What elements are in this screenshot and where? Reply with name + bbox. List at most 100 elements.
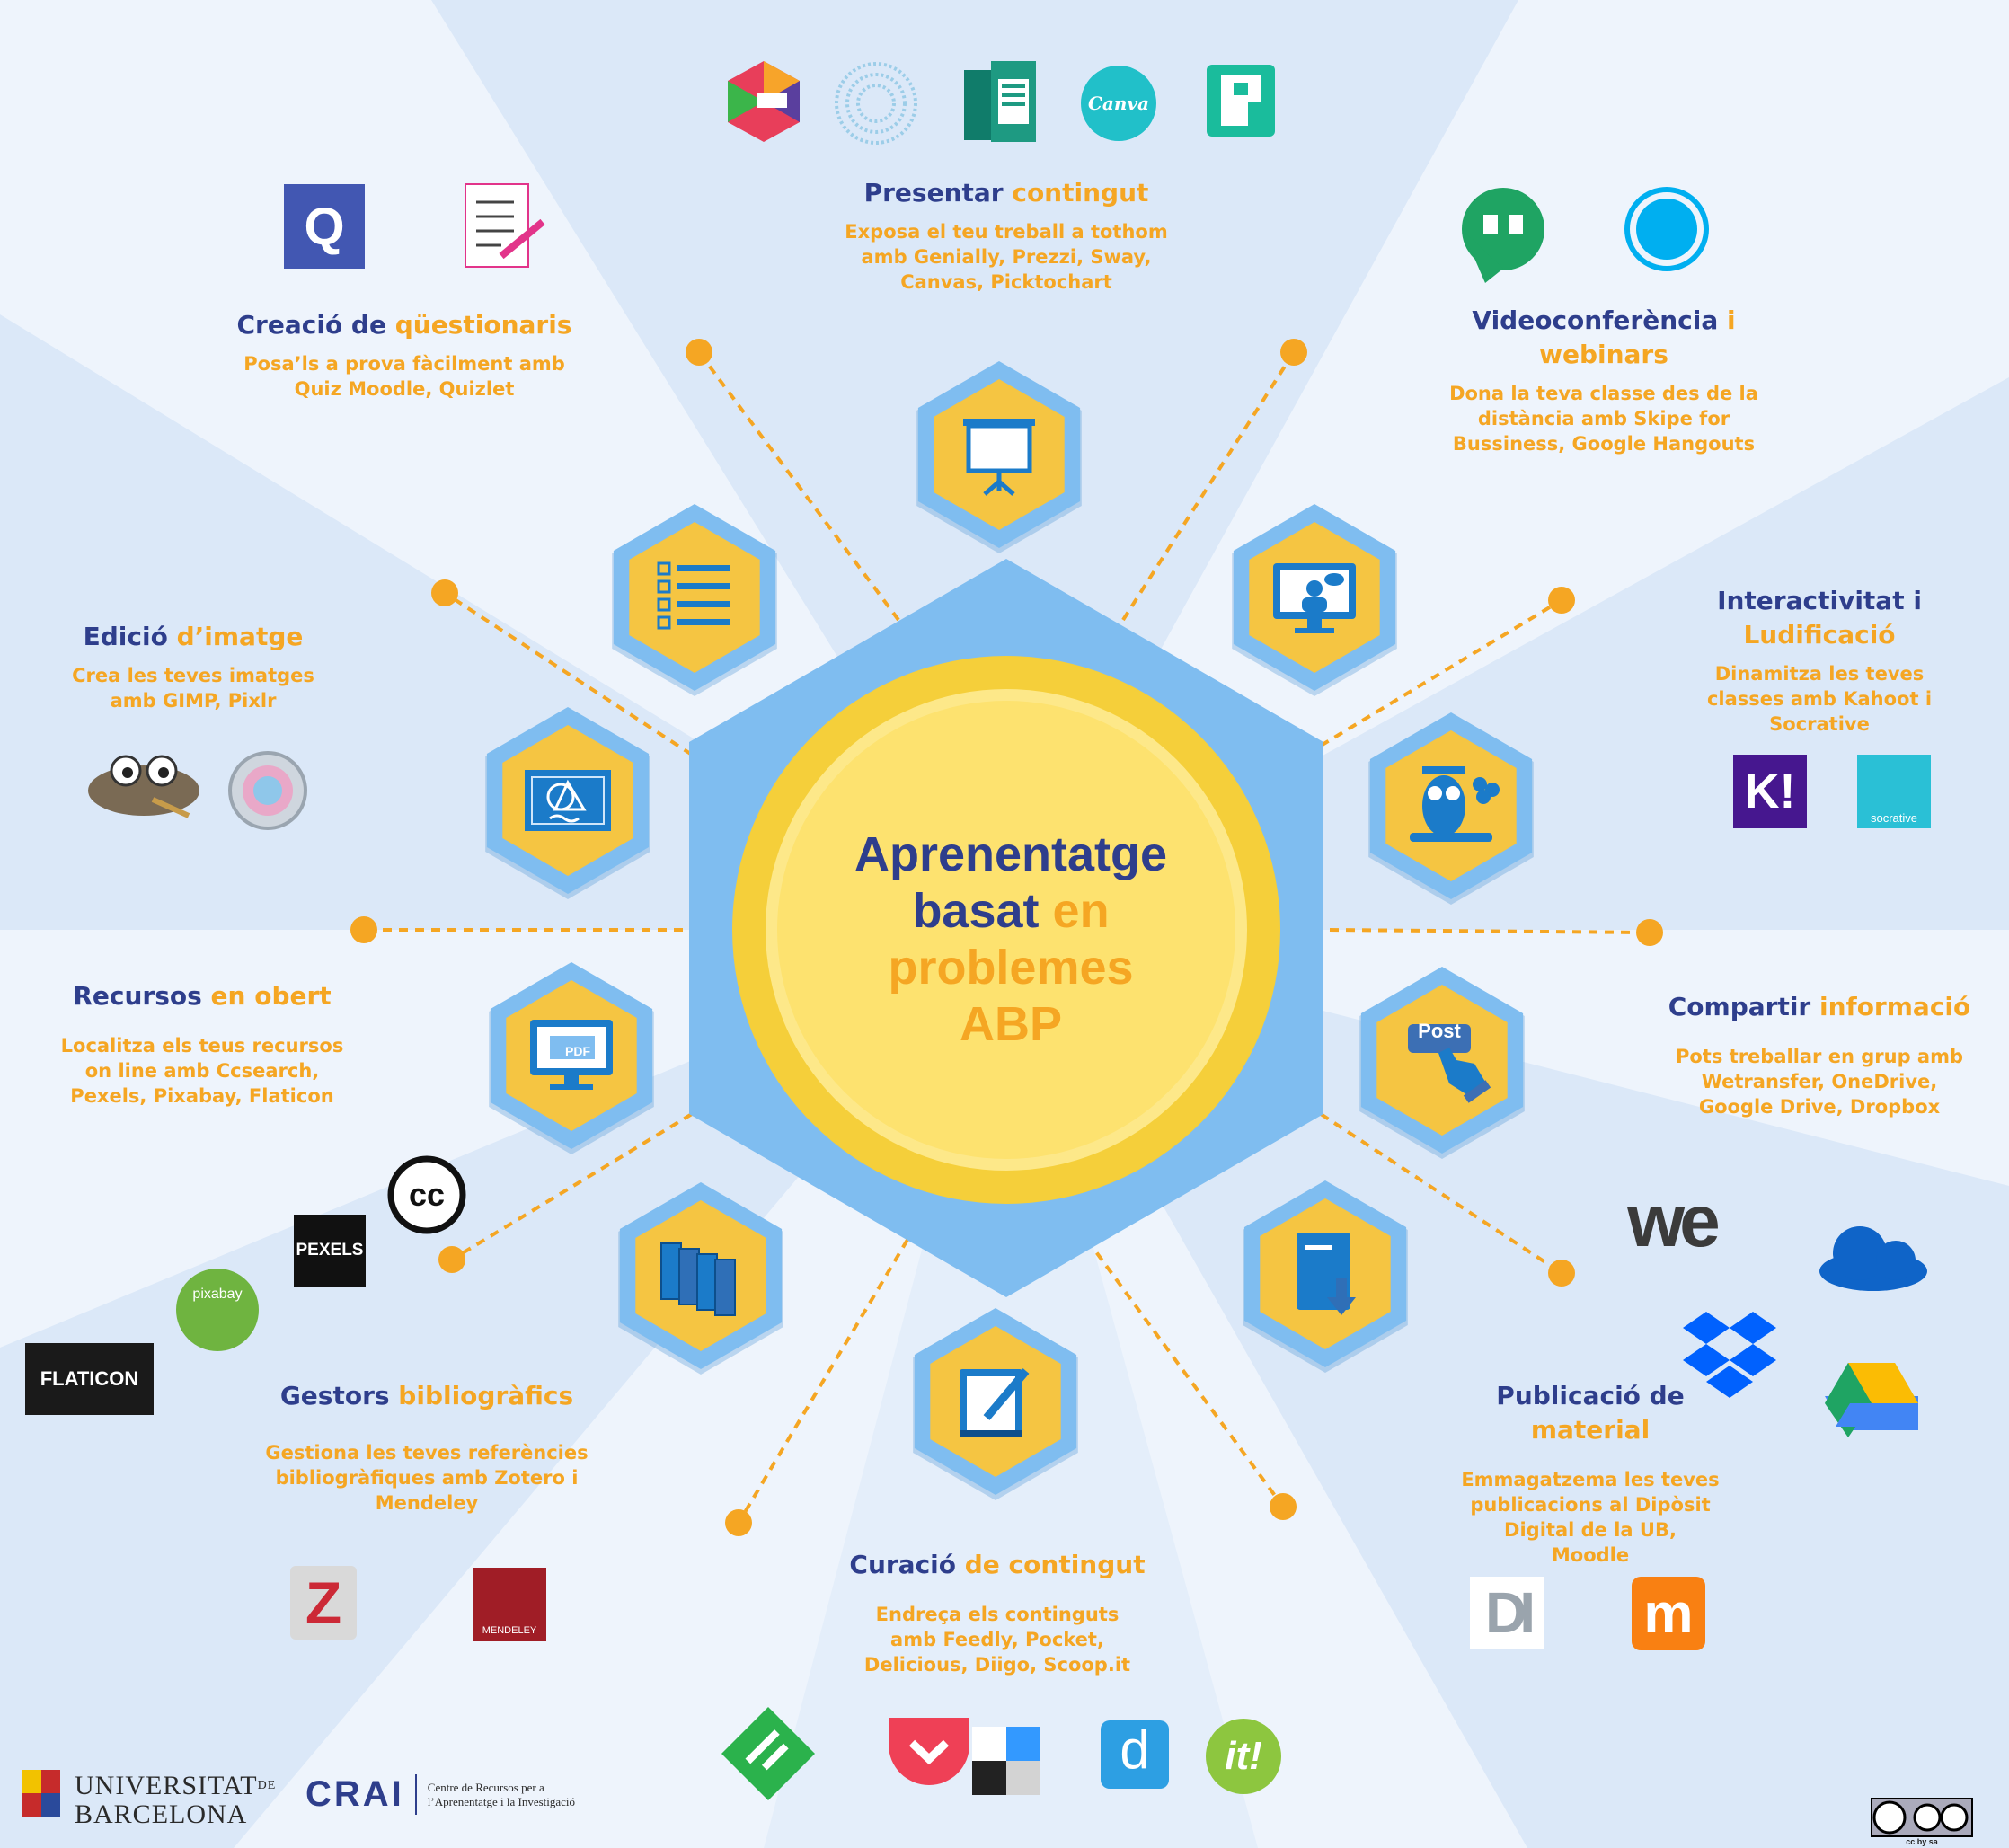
logo-genially xyxy=(728,61,800,142)
connectors xyxy=(364,350,1651,1525)
section-recursos: Recursos en obert Localitza els teus rec… xyxy=(27,979,377,1109)
pdf-monitor-icon xyxy=(530,1020,613,1090)
logo-feedly xyxy=(721,1707,815,1800)
hex-videoconferencia xyxy=(1232,504,1397,696)
logo-piktochart xyxy=(1207,65,1275,137)
section-title-primary: Gestors xyxy=(279,1381,390,1410)
center-title-line3: problemes xyxy=(888,941,1134,995)
logo-gimp xyxy=(88,755,199,818)
logo-delicious xyxy=(972,1727,1040,1795)
section-title-accent: Ludificació xyxy=(1743,620,1896,650)
section-title-accent: en obert xyxy=(210,981,332,1011)
crai-wordmark: CRAI xyxy=(305,1774,417,1815)
section-presentar: Presentar contingut Exposa el teu trebal… xyxy=(800,176,1213,295)
license-badge xyxy=(1871,1798,1973,1837)
books-icon xyxy=(660,1242,736,1316)
hex-recursos xyxy=(489,962,654,1154)
list-icon xyxy=(657,561,730,630)
download-book-icon xyxy=(1297,1233,1356,1315)
logo-cc xyxy=(387,1155,466,1234)
section-title-primary: Compartir xyxy=(1668,992,1811,1021)
hex-questionaris xyxy=(612,504,777,696)
center-title-line4: ABP xyxy=(959,997,1062,1051)
section-title-accent: de contingut xyxy=(964,1550,1146,1579)
projector-icon xyxy=(963,419,1035,496)
crai-logo: CRAI Centre de Recursos per a l’Aprenent… xyxy=(305,1774,575,1815)
logo-prezi xyxy=(835,62,917,145)
section-publicacio: Publicació de material Emmagatzema les te… xyxy=(1411,1379,1770,1568)
ub-line2: BARCELONA xyxy=(75,1799,248,1829)
section-title-primary: Creació de xyxy=(236,310,386,340)
section-compartir: Compartir informació Pots treballar en g… xyxy=(1640,990,1999,1119)
section-interactivitat: Interactivitat i Ludificació Dinamitza le… xyxy=(1662,584,1977,737)
logo-skype xyxy=(1624,187,1709,271)
logo-scoopit-text: it! xyxy=(1225,1734,1262,1778)
ub-de: DE xyxy=(257,1779,277,1792)
section-title-primary: Interactivitat i xyxy=(1717,586,1922,615)
logo-quizlet: Q xyxy=(284,184,365,269)
pdf-label: PDF xyxy=(565,1044,590,1058)
logo-canva-text: Canva xyxy=(1088,93,1149,114)
center-title: Aprenentatge basat en problemes ABP xyxy=(809,827,1213,1053)
section-title-accent: bibliogràfics xyxy=(398,1381,574,1410)
image-icon xyxy=(525,770,611,831)
logo-scoopit xyxy=(1206,1719,1281,1794)
section-title-accent: qüestionaris xyxy=(394,310,572,340)
logo-diigo-text: d xyxy=(1120,1719,1150,1780)
logo-mendeley: MENDELEY xyxy=(473,1568,546,1641)
post-label: Post xyxy=(1418,1020,1461,1042)
logo-cc-text: cc xyxy=(408,1176,446,1213)
section-title-accent: material xyxy=(1530,1415,1651,1445)
hex-gestors xyxy=(618,1182,783,1375)
section-gestors: Gestors bibliogràfics Gestiona les teves… xyxy=(243,1379,611,1516)
hex-presentar xyxy=(916,361,1082,553)
logo-wetransfer: we xyxy=(1627,1180,1720,1262)
logo-socrative: socrative xyxy=(1857,755,1931,828)
logo-pixabay-text: pixabay xyxy=(192,1287,243,1302)
logo-sway xyxy=(964,61,1036,142)
logo-pixabay xyxy=(176,1269,259,1351)
post-icon xyxy=(1408,1024,1491,1103)
center-title-line2b: en xyxy=(1052,884,1110,938)
logo-diigo xyxy=(1101,1720,1169,1789)
central-hub xyxy=(689,559,1323,1297)
section-curacio: Curació de contingut Endreça els conting… xyxy=(818,1548,1177,1677)
section-title-accent: i xyxy=(1726,305,1736,335)
section-title-primary: Publicació de xyxy=(1496,1381,1685,1410)
logo-quiz-list xyxy=(465,183,545,268)
logo-canva xyxy=(1081,66,1156,141)
section-title-primary: Edició xyxy=(83,622,168,651)
section-title-primary: Recursos xyxy=(73,981,202,1011)
owl-icon xyxy=(1410,766,1500,842)
logo-kahoot: K! xyxy=(1733,755,1807,828)
logo-onedrive xyxy=(1819,1226,1927,1291)
edit-book-icon xyxy=(960,1368,1030,1437)
logo-google-drive xyxy=(1825,1363,1918,1437)
section-title-primary: Presentar xyxy=(863,178,1004,208)
logo-moodle: m xyxy=(1632,1577,1705,1650)
ub-line1: UNIVERSITAT xyxy=(75,1771,258,1800)
ub-logo: UNIVERSITATDE BARCELONA xyxy=(75,1772,276,1829)
hex-curacio xyxy=(913,1308,1078,1500)
logo-pexels: PEXELS xyxy=(294,1215,366,1287)
logo-diposit-digital: DI xyxy=(1470,1577,1544,1649)
logo-zotero: Z xyxy=(290,1566,357,1640)
section-title-accent: d’imatge xyxy=(176,622,304,651)
hex-publicacio xyxy=(1243,1180,1408,1373)
monitor-person-icon xyxy=(1273,563,1356,633)
section-title-primary: Videoconferència xyxy=(1472,305,1719,335)
connector-dots xyxy=(350,339,1663,1536)
